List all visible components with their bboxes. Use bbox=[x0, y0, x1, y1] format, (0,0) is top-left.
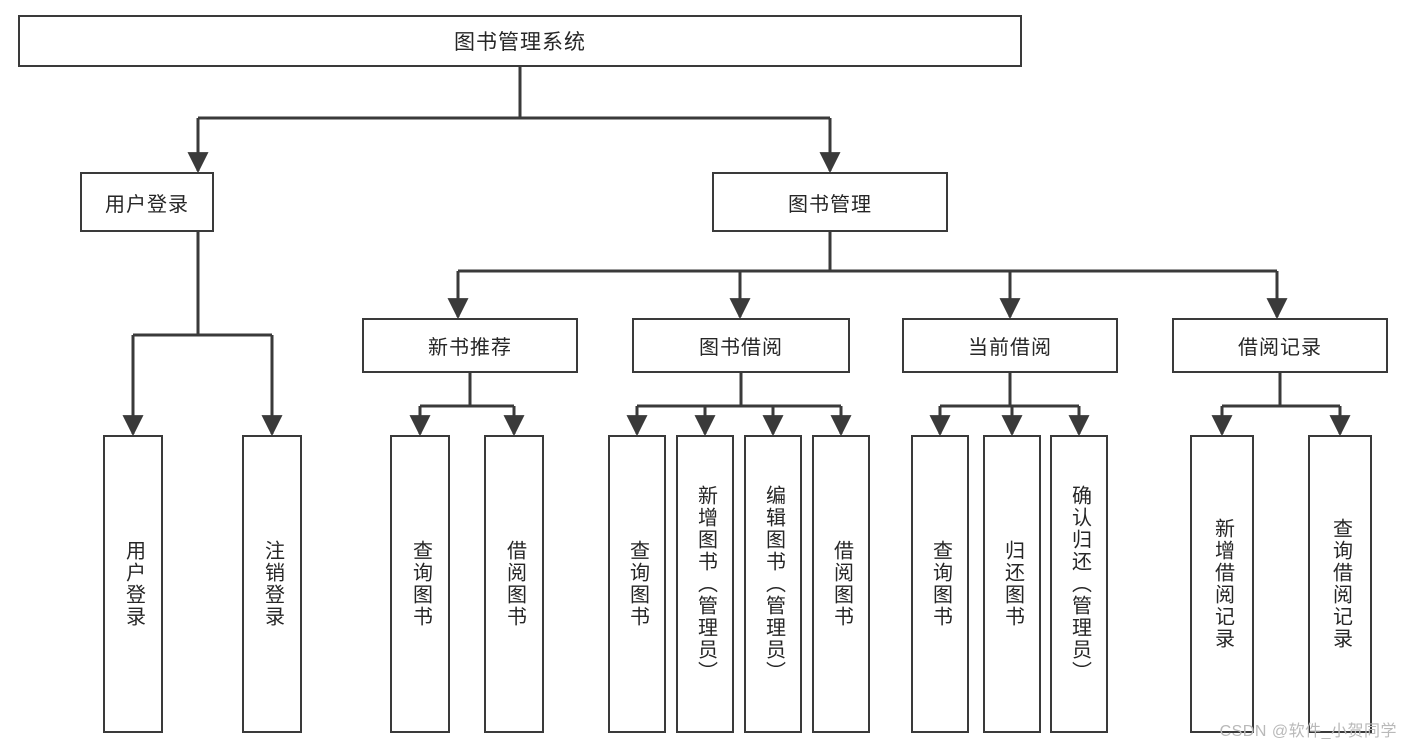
node-label: 借阅图书 bbox=[503, 540, 526, 628]
node-label: 查询图书 bbox=[929, 540, 952, 628]
node-level3-图书借阅[interactable]: 图书借阅 bbox=[632, 318, 850, 373]
node-label: 用户登录 bbox=[105, 193, 189, 216]
node-leaves-新增图书管理员[interactable]: 新增图书（管理员） bbox=[676, 435, 734, 733]
node-label: 查询图书 bbox=[409, 540, 432, 628]
node-label: 新增图书（管理员） bbox=[694, 485, 717, 683]
node-root-label: 图书管理系统 bbox=[454, 31, 586, 54]
node-leaves-借阅图书[interactable]: 借阅图书 bbox=[484, 435, 544, 733]
node-level3-借阅记录[interactable]: 借阅记录 bbox=[1172, 318, 1388, 373]
node-leaves-确认归还管理员[interactable]: 确认归还（管理员） bbox=[1050, 435, 1108, 733]
node-label: 查询借阅记录 bbox=[1329, 518, 1352, 650]
watermark: CSDN @软件_小贺同学 bbox=[1219, 723, 1397, 740]
node-root[interactable]: 图书管理系统 bbox=[18, 15, 1022, 67]
node-label: 用户登录 bbox=[122, 540, 145, 628]
node-leaves-查询图书[interactable]: 查询图书 bbox=[608, 435, 666, 733]
node-label: 图书管理 bbox=[788, 193, 872, 216]
node-leaves-新增借阅记录[interactable]: 新增借阅记录 bbox=[1190, 435, 1254, 733]
node-leaves-编辑图书管理员[interactable]: 编辑图书（管理员） bbox=[744, 435, 802, 733]
node-label: 归还图书 bbox=[1001, 540, 1024, 628]
node-label: 查询图书 bbox=[626, 540, 649, 628]
node-leaves-归还图书[interactable]: 归还图书 bbox=[983, 435, 1041, 733]
node-leaves-查询图书[interactable]: 查询图书 bbox=[911, 435, 969, 733]
node-leaves-查询图书[interactable]: 查询图书 bbox=[390, 435, 450, 733]
node-label: 确认归还（管理员） bbox=[1068, 485, 1091, 683]
node-leaves-用户登录[interactable]: 用户登录 bbox=[103, 435, 163, 733]
node-level2-图书管理[interactable]: 图书管理 bbox=[712, 172, 948, 232]
node-level3-当前借阅[interactable]: 当前借阅 bbox=[902, 318, 1118, 373]
node-label: 借阅图书 bbox=[830, 540, 853, 628]
node-label: 注销登录 bbox=[261, 540, 284, 628]
node-label: 借阅记录 bbox=[1238, 337, 1322, 359]
node-level3-新书推荐[interactable]: 新书推荐 bbox=[362, 318, 578, 373]
node-label: 图书借阅 bbox=[699, 337, 783, 359]
node-leaves-查询借阅记录[interactable]: 查询借阅记录 bbox=[1308, 435, 1372, 733]
node-label: 编辑图书（管理员） bbox=[762, 485, 785, 683]
node-leaves-借阅图书[interactable]: 借阅图书 bbox=[812, 435, 870, 733]
node-label: 当前借阅 bbox=[968, 337, 1052, 359]
node-label: 新书推荐 bbox=[428, 337, 512, 359]
node-label: 新增借阅记录 bbox=[1211, 518, 1234, 650]
node-leaves-注销登录[interactable]: 注销登录 bbox=[242, 435, 302, 733]
node-level2-用户登录[interactable]: 用户登录 bbox=[80, 172, 214, 232]
